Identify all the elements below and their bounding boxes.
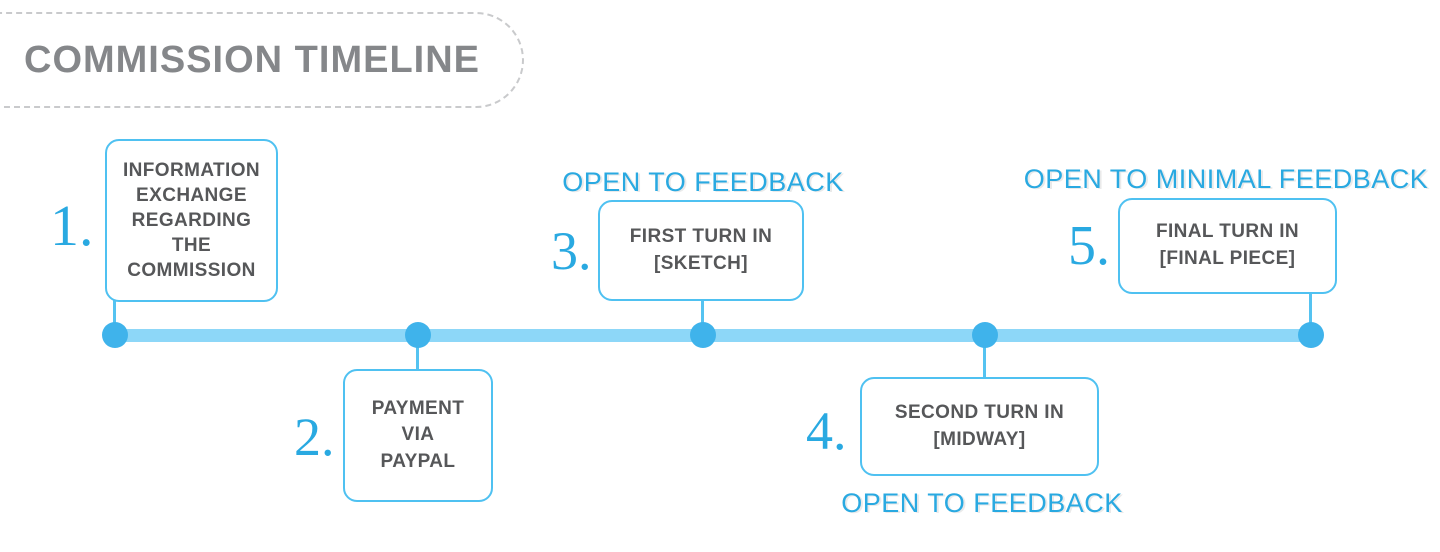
timeline-step-box-2: PAYMENT VIA PAYPAL	[343, 369, 493, 502]
step-number-3: 3.	[551, 221, 592, 281]
connector-line-step-5	[1309, 291, 1312, 333]
step-label-5: FINAL TURN IN [FINAL PIECE]	[1155, 221, 1300, 269]
connector-line-step-2	[416, 338, 419, 372]
feedback-label-step-5: OPEN TO MINIMAL FEEDBACK	[1023, 164, 1429, 194]
title-dashed-border: COMMISSION TIMELINE	[0, 12, 524, 108]
timeline-dot-4	[972, 322, 998, 348]
step-number-4: 4.	[806, 401, 847, 461]
connector-line-step-4	[983, 338, 986, 380]
step-label-3: FIRST TURN IN [SKETCH]	[629, 225, 773, 274]
step-number-1: 1.	[50, 193, 94, 258]
step-label-1: INFORMATION EXCHANGE REGARDING THE COMMI…	[122, 159, 261, 282]
timeline-step-box-5: FINAL TURN IN [FINAL PIECE]	[1118, 198, 1337, 294]
timeline-step-box-4: SECOND TURN IN [MIDWAY]	[860, 377, 1099, 476]
timeline-dot-3	[690, 322, 716, 348]
connector-line-step-3	[701, 298, 704, 332]
timeline-dot-5	[1298, 322, 1324, 348]
timeline-dot-1	[102, 322, 128, 348]
step-number-2: 2.	[294, 407, 335, 467]
step-label-2: PAYMENT VIA PAYPAL	[371, 397, 465, 472]
feedback-label-step-4: OPEN TO FEEDBACK	[841, 488, 1123, 518]
feedback-label-step-3: OPEN TO FEEDBACK	[562, 167, 844, 197]
page-title: COMMISSION TIMELINE	[24, 38, 480, 81]
connector-line-step-1	[113, 297, 116, 329]
timeline-dot-2	[405, 322, 431, 348]
timeline-step-box-3: FIRST TURN IN [SKETCH]	[598, 200, 804, 301]
step-label-4: SECOND TURN IN [MIDWAY]	[894, 401, 1065, 450]
step-number-5: 5.	[1068, 215, 1110, 277]
timeline-step-box-1: INFORMATION EXCHANGE REGARDING THE COMMI…	[105, 139, 278, 302]
